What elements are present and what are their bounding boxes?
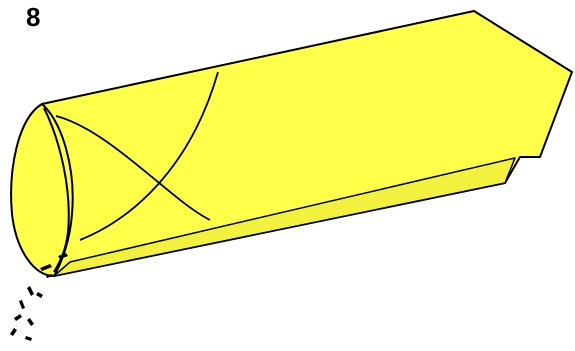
tube-body bbox=[42, 11, 572, 276]
step-number: 8 bbox=[26, 4, 40, 30]
falling-debris-marks bbox=[10, 286, 43, 341]
